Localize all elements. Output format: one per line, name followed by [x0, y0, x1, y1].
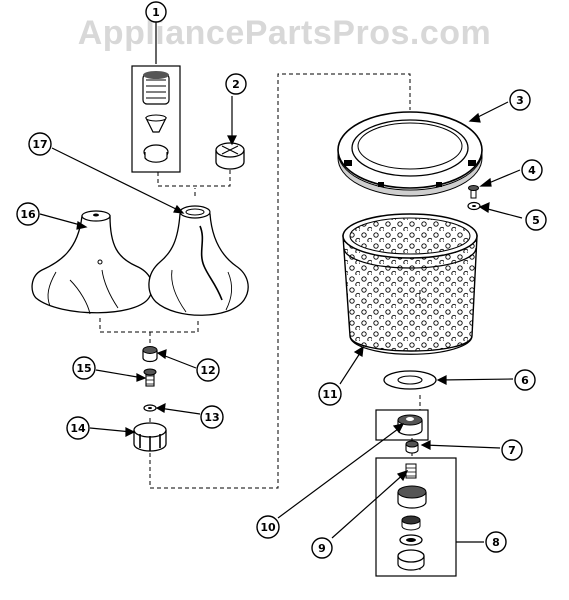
callout-5: 5 — [525, 209, 547, 231]
part-15-bolt — [143, 368, 157, 387]
callout-label-10: 10 — [260, 521, 276, 534]
part-17-agitator — [148, 205, 249, 316]
callout-11: 11 — [318, 382, 342, 406]
callout-label-6: 6 — [521, 374, 529, 387]
part-14-coupling — [133, 422, 167, 452]
callout-label-16: 16 — [20, 208, 36, 221]
callout-4: 4 — [521, 159, 543, 181]
callout-16: 16 — [16, 202, 40, 226]
callout-2: 2 — [225, 73, 247, 95]
callout-6: 6 — [514, 369, 536, 391]
callout-label-11: 11 — [322, 388, 337, 401]
part-11-spin-basket — [342, 213, 478, 355]
callout-3: 3 — [509, 89, 531, 111]
callout-10: 10 — [256, 515, 280, 539]
callout-label-3: 3 — [516, 94, 524, 107]
part-5-washer — [467, 201, 481, 211]
callout-label-7: 7 — [508, 444, 516, 457]
callout-17: 17 — [28, 132, 52, 156]
callout-label-9: 9 — [318, 542, 326, 555]
callout-label-15: 15 — [76, 362, 91, 375]
callout-label-13: 13 — [204, 411, 219, 424]
part-12-nut — [142, 346, 158, 363]
callout-label-14: 14 — [70, 422, 86, 435]
callout-label-12: 12 — [200, 364, 215, 377]
callout-bubbles: 1 2 3 4 5 6 7 8 9 10 11 12 13 14 15 16 1… — [16, 1, 547, 559]
part-4-screw — [468, 185, 479, 199]
callout-label-17: 17 — [32, 138, 47, 151]
part-2-cap — [215, 142, 245, 170]
callout-14: 14 — [66, 416, 90, 440]
part-13-washer — [143, 404, 157, 412]
callout-12: 12 — [196, 358, 220, 382]
callout-8: 8 — [485, 531, 507, 553]
callout-arrows — [39, 22, 523, 543]
part-7-nut — [405, 440, 419, 454]
callout-15: 15 — [72, 356, 96, 380]
callout-label-1: 1 — [152, 6, 160, 19]
callout-1: 1 — [145, 1, 167, 23]
part-6-gasket — [383, 370, 437, 390]
callout-9: 9 — [311, 537, 333, 559]
callout-label-8: 8 — [492, 536, 500, 549]
callout-label-5: 5 — [532, 214, 540, 227]
part-3-tub-ring — [337, 111, 483, 197]
part-8-clutch-assembly — [375, 457, 457, 577]
part-16-agitator — [31, 210, 153, 315]
callout-label-4: 4 — [528, 164, 536, 177]
callout-7: 7 — [501, 439, 523, 461]
callout-13: 13 — [200, 405, 224, 429]
part-1-agitator-cap-kit — [131, 65, 181, 173]
part-10-hub — [375, 409, 429, 441]
callout-label-2: 2 — [232, 78, 240, 91]
watermark: AppliancePartsPros.com — [77, 14, 492, 52]
